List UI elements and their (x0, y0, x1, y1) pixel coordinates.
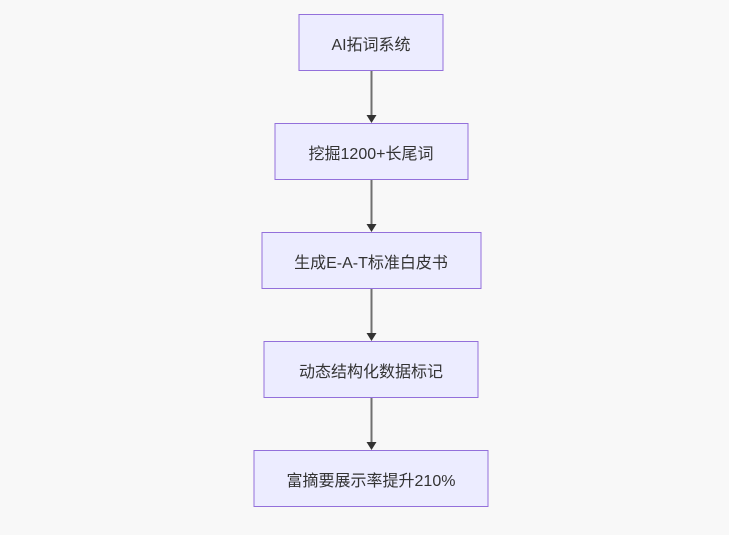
flow-node-rich-snippet-rate: 富摘要展示率提升210% (253, 450, 489, 507)
flow-edge-3-4 (366, 289, 376, 341)
arrowhead-down-icon (366, 224, 376, 232)
flow-node-structured-data-markup: 动态结构化数据标记 (263, 341, 479, 398)
edge-line (370, 180, 372, 224)
arrowhead-down-icon (366, 442, 376, 450)
flow-edge-2-3 (366, 180, 376, 232)
arrowhead-down-icon (366, 333, 376, 341)
node-label: AI拓词系统 (331, 36, 411, 54)
flow-edge-1-2 (366, 71, 376, 123)
flow-edge-4-5 (366, 398, 376, 450)
node-label: 生成E-A-T标准白皮书 (294, 254, 448, 272)
edge-line (370, 289, 372, 333)
flow-node-eat-whitepaper: 生成E-A-T标准白皮书 (261, 232, 481, 289)
node-label: 富摘要展示率提升210% (286, 472, 456, 490)
node-label: 挖掘1200+长尾词 (308, 145, 434, 163)
node-label: 动态结构化数据标记 (298, 363, 443, 381)
arrowhead-down-icon (366, 115, 376, 123)
flow-node-longtail-keywords: 挖掘1200+长尾词 (274, 123, 468, 180)
edge-line (370, 398, 372, 442)
edge-line (370, 71, 372, 115)
flow-node-ai-word-expansion-system: AI拓词系统 (298, 14, 444, 71)
flowchart: AI拓词系统 挖掘1200+长尾词 生成E-A-T标准白皮书 动态结构化数据标记… (253, 14, 489, 507)
